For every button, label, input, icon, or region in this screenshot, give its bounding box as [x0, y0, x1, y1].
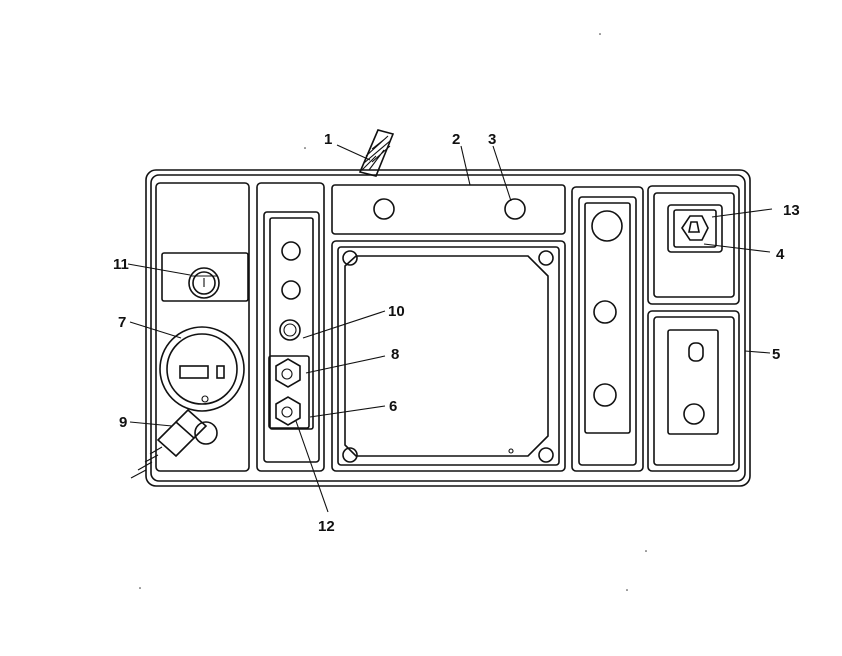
callout-3: 3	[488, 131, 496, 148]
callout-1: 1	[324, 131, 332, 148]
switch-box-upper	[647, 185, 740, 305]
callout-2: 2	[452, 131, 460, 148]
center-display	[331, 240, 566, 472]
left-section	[155, 182, 250, 472]
callout-9: 9	[119, 414, 127, 431]
callout-11: 11	[113, 256, 129, 273]
cable	[358, 129, 395, 177]
right-column	[571, 186, 644, 472]
leader-lines	[127, 144, 773, 513]
callout-7: 7	[118, 314, 126, 331]
callout-8: 8	[391, 346, 399, 363]
top-strip	[331, 184, 566, 235]
connector-9	[130, 408, 218, 479]
callout-6: 6	[389, 398, 397, 415]
callout-4: 4	[776, 246, 785, 263]
callout-labels: 1 2 3 4 5 6 7 8 9 10 11 12 13	[113, 131, 800, 535]
gauge-7	[159, 326, 245, 412]
callout-12: 12	[318, 518, 335, 535]
callout-10: 10	[388, 303, 405, 320]
switch-box-lower	[647, 310, 740, 472]
switch-column	[256, 182, 325, 472]
knob-11	[188, 267, 220, 299]
panel-housing	[145, 169, 751, 487]
callout-5: 5	[772, 346, 780, 363]
paper-specks	[139, 33, 647, 591]
callout-13: 13	[783, 202, 800, 219]
